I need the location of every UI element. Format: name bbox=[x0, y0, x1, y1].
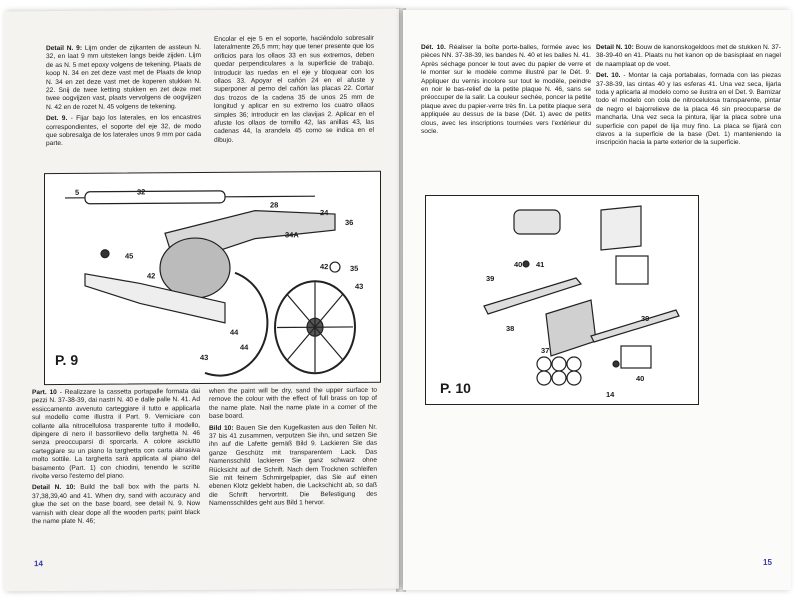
left-bottom-col2: when the paint will be dry, sand the upp… bbox=[209, 387, 377, 512]
axle-support-part bbox=[84, 190, 226, 205]
left-col2-text: Encolar el eje 5 en el soporte, haciéndo… bbox=[214, 35, 374, 148]
balls-41 bbox=[536, 356, 582, 386]
callout-40-a: 40 bbox=[514, 260, 523, 269]
callout-45: 45 bbox=[125, 251, 134, 261]
nl-detail10-text: Bouw de kanonskogeldoos met de stukken N… bbox=[596, 44, 781, 68]
figure-p9: 5 32 28 24 34A 36 45 42 42 35 43 44 43 4… bbox=[44, 170, 381, 386]
es-det10-heading: Det. 10. bbox=[596, 72, 621, 80]
callout-34a: 34A bbox=[285, 230, 299, 240]
callout-43-a: 43 bbox=[355, 281, 364, 291]
right-col2-text: Detail N. 10: Bouw de kanonskogeldoos me… bbox=[596, 44, 781, 151]
figure-p10: 39 40 41 37 38 39 40 14 P. 10 bbox=[425, 195, 699, 405]
callout-36: 36 bbox=[345, 217, 354, 227]
nl-detail9-heading: Detail N. 9: bbox=[46, 44, 83, 53]
callout-42-b: 42 bbox=[320, 262, 329, 272]
callout-38: 38 bbox=[506, 324, 515, 333]
it-part10-text: - Realizzare la cassetta portapalle form… bbox=[32, 388, 200, 481]
callout-35: 35 bbox=[350, 263, 359, 273]
page-number-14: 14 bbox=[34, 559, 43, 569]
right-wheel bbox=[274, 280, 356, 375]
figure-label-p9: P. 9 bbox=[55, 351, 79, 369]
right-page: Dét. 10. Réaliser la boîte porte-balles,… bbox=[403, 10, 791, 590]
de-bild10-text: Bauen Sie den Kugelkasten aus den Teilen… bbox=[209, 423, 377, 508]
es-det9-heading: Det. 9. bbox=[46, 115, 68, 123]
callout-42-a: 42 bbox=[147, 271, 156, 281]
callout-24: 24 bbox=[320, 208, 329, 218]
callout-44-b: 44 bbox=[240, 342, 249, 352]
callout-41: 41 bbox=[536, 260, 545, 269]
en-detail10-continued: when the paint will be dry, sand the upp… bbox=[209, 386, 377, 421]
callout-44-a: 44 bbox=[230, 327, 239, 337]
figure-label-p10: P. 10 bbox=[440, 380, 471, 396]
callout-39-a: 39 bbox=[486, 274, 495, 283]
ball-box-drawing bbox=[483, 205, 680, 386]
callout-14: 14 bbox=[606, 390, 615, 399]
nl-detail10-heading: Detail N. 10: bbox=[596, 44, 634, 51]
es-det10-text: - Montar la caja portabalas, formada con… bbox=[596, 72, 781, 147]
callout-37: 37 bbox=[541, 346, 550, 355]
callout-40-b: 40 bbox=[636, 374, 645, 383]
es-det9-text: - Fijar bajo los laterales, en los encas… bbox=[46, 114, 201, 148]
callout-43-b: 43 bbox=[200, 352, 209, 363]
left-bottom-col1: Part. 10 - Realizzare la cassetta portap… bbox=[32, 388, 200, 530]
left-wheel bbox=[204, 271, 269, 377]
callout-28: 28 bbox=[270, 200, 279, 210]
en-detail10-heading: Detail N. 10: bbox=[32, 484, 76, 492]
page-number-15: 15 bbox=[763, 558, 772, 567]
cannon-drawing bbox=[65, 190, 356, 377]
fr-det10-heading: Dét. 10. bbox=[421, 44, 446, 51]
callout-32: 32 bbox=[137, 187, 146, 197]
callout-5: 5 bbox=[75, 187, 80, 197]
fr-det10-text: Réaliser la boîte porte-balles, formée a… bbox=[421, 44, 591, 136]
es-det9-continued: Encolar el eje 5 en el soporte, haciéndo… bbox=[214, 34, 374, 144]
left-col1-text: Detail N. 9: Lijm onder de zijkanten de … bbox=[46, 44, 201, 152]
nl-detail9-text: Lijm onder de zijkanten de assteun N. 32… bbox=[46, 44, 202, 111]
left-page: Detail N. 9: Lijm onder de zijkanten de … bbox=[4, 8, 399, 592]
callout-39-b: 39 bbox=[641, 314, 650, 323]
ball-box-top bbox=[513, 209, 561, 235]
show-through-text bbox=[431, 130, 781, 550]
book-gutter bbox=[396, 8, 406, 592]
de-bild10-heading: Bild 10: bbox=[209, 424, 234, 432]
right-col1-text: Dét. 10. Réaliser la boîte porte-balles,… bbox=[421, 44, 591, 139]
it-part10-heading: Part. 10 bbox=[32, 389, 57, 397]
box-side-39 bbox=[483, 277, 583, 315]
cannon-carriage bbox=[159, 237, 231, 299]
